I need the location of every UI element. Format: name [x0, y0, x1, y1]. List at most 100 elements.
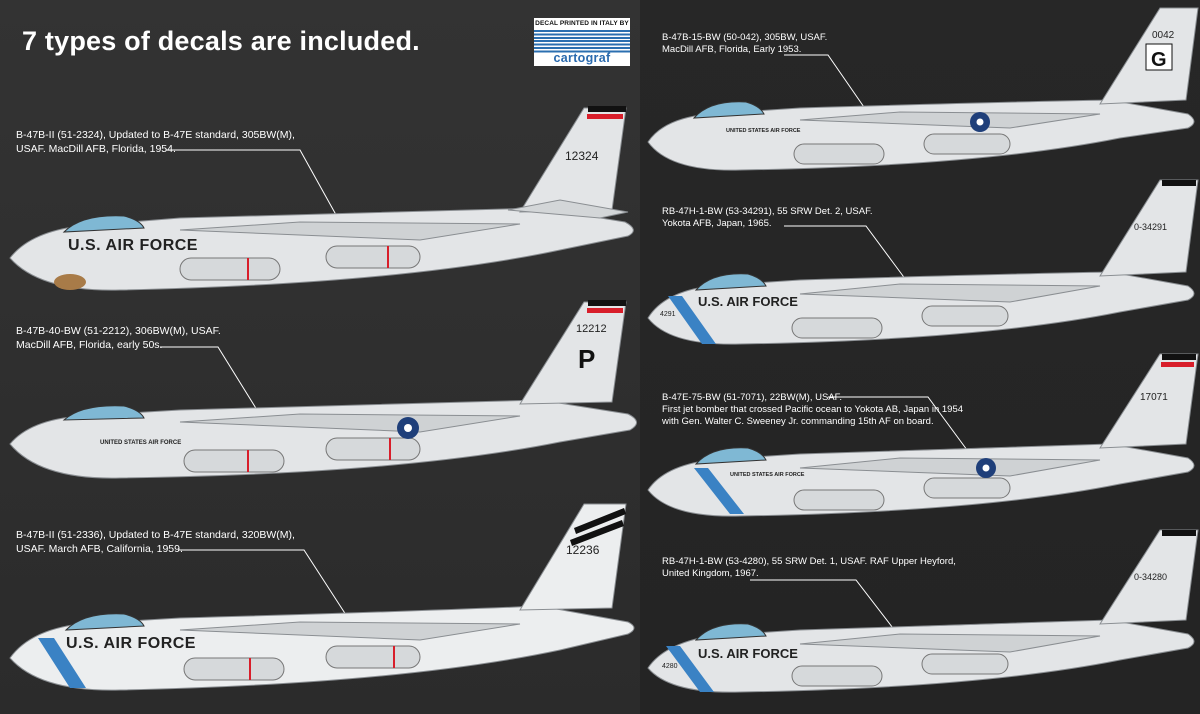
tail-stripe-black [588, 106, 626, 112]
fuselage-title: U.S. AIR FORCE [68, 237, 198, 254]
caption-scheme-5: RB-47H-1-BW (53-34291), 55 SRW Det. 2, U… [662, 206, 872, 230]
horizontal-stabilizer [507, 199, 629, 219]
tail-letter-box [1145, 43, 1173, 71]
tail-stripe-red [587, 308, 623, 313]
caption-scheme-3: B-47B-II (51-2336), Updated to B-47E sta… [16, 528, 295, 556]
caption-scheme-1: B-47B-II (51-2324), Updated to B-47E sta… [16, 128, 295, 156]
caption-line: B-47E-75-BW (51-7071), 22BW(M), USAF. [662, 392, 843, 403]
canopy [62, 215, 145, 233]
tail-fin [1099, 179, 1199, 277]
engine-pod [921, 305, 1009, 327]
tail-serial: 17071 [1140, 392, 1168, 403]
canopy [64, 613, 145, 631]
tail-letter: G [1151, 49, 1167, 71]
engine-pod [179, 257, 281, 281]
headline: 7 types of decals are included. [22, 26, 420, 56]
aircraft-scheme-6: UNITED STATES AIR FORCE 17071 [647, 353, 1199, 517]
roundel-star [404, 424, 412, 432]
logo-printed-line: DECAL PRINTED IN ITALY BY [535, 20, 629, 27]
tail-stripe-black [1162, 530, 1196, 536]
caption-line: RB-47H-1-BW (53-4280), 55 SRW Det. 1, US… [662, 556, 956, 567]
caption-line: USAF. March AFB, California, 1959. [16, 543, 183, 555]
caption-line: MacDill AFB, Florida, Early 1953. [662, 44, 802, 55]
caption-line: RB-47H-1-BW (53-34291), 55 SRW Det. 2, U… [662, 206, 873, 217]
roundel-star [976, 118, 984, 126]
wing [179, 413, 521, 433]
tail-serial: 0-34291 [1134, 222, 1167, 232]
engine-pod [791, 665, 883, 687]
caption-line: B-47B-II (51-2324), Updated to B-47E sta… [16, 129, 295, 141]
canopy [692, 101, 765, 119]
logo-stripes [534, 30, 630, 54]
caption-line: with Gen. Walter C. Sweeney Jr. commandi… [662, 416, 934, 427]
caption-line: MacDill AFB, Florida, early 50s. [16, 339, 163, 351]
engine-pod [793, 143, 885, 165]
nose-number: 4291 [660, 311, 676, 318]
tail-stripe-black [588, 300, 626, 306]
engine-pod [183, 657, 285, 681]
engine-pod [793, 489, 885, 511]
nose-stripe [694, 468, 744, 514]
aircraft-scheme-1: U.S. AIR FORCE 12324 [9, 106, 634, 291]
logo-brand: cartograf [553, 51, 611, 65]
engine-pod [325, 245, 421, 269]
engine-pod [183, 449, 285, 473]
canopy [62, 405, 145, 421]
tail-serial: 12324 [565, 149, 599, 163]
fuselage-title: UNITED STATES AIR FORCE [730, 472, 805, 478]
tail-stripe-red [587, 114, 623, 119]
tail-letter: P [578, 344, 595, 374]
nose-stripe [38, 638, 86, 688]
fuselage-title: U.S. AIR FORCE [698, 646, 798, 661]
caption-line: Yokota AFB, Japan, 1965. [662, 218, 772, 229]
fuselage-title: UNITED STATES AIR FORCE [100, 440, 181, 446]
wing [799, 111, 1101, 129]
nose-stripe [668, 296, 716, 344]
roundel-star [982, 464, 990, 472]
caption-scheme-4: B-47B-15-BW (50-042), 305BW, USAF. MacDi… [662, 32, 827, 56]
aircraft-scheme-4: UNITED STATES AIR FORCE 0042 G [647, 7, 1199, 171]
caption-scheme-6: B-47E-75-BW (51-7071), 22BW(M), USAF. Fi… [662, 392, 963, 428]
wing [179, 221, 521, 241]
engine-pod [923, 133, 1011, 155]
aircraft-scheme-7: U.S. AIR FORCE 4280 0-34280 [647, 529, 1199, 693]
nose-number: 4280 [662, 663, 678, 670]
wing [799, 283, 1101, 303]
engine-pod [791, 317, 883, 339]
caption-line: USAF. MacDill AFB, Florida, 1954. [16, 143, 176, 155]
wing [179, 621, 521, 641]
cartograf-logo: DECAL PRINTED IN ITALY BY cartograf [534, 18, 630, 66]
nose-radome [54, 274, 86, 290]
tail-stripe-black [1162, 180, 1196, 186]
canopy [694, 447, 767, 465]
caption-line: B-47B-II (51-2336), Updated to B-47E sta… [16, 529, 295, 541]
caption-scheme-7: RB-47H-1-BW (53-4280), 55 SRW Det. 1, US… [662, 556, 956, 580]
tail-fin [519, 301, 627, 405]
caption-line: B-47B-40-BW (51-2212), 306BW(M), USAF. [16, 325, 221, 337]
engine-pod [921, 653, 1009, 675]
wing [799, 633, 1101, 653]
aircraft-scheme-5: U.S. AIR FORCE 4291 0-34291 [647, 179, 1199, 345]
tail-fin [1099, 529, 1199, 625]
caption-line: First jet bomber that crossed Pacific oc… [662, 404, 964, 415]
engine-pod [325, 437, 421, 461]
tail-stripe-red [1161, 362, 1194, 367]
caption-line: United Kingdom, 1967. [662, 568, 759, 579]
tail-serial: 0-34280 [1134, 572, 1167, 582]
aircraft-scheme-2: UNITED STATES AIR FORCE 12212 P [9, 300, 637, 479]
tail-stripe-black [1162, 354, 1196, 360]
tail-serial: 12212 [576, 323, 607, 335]
aircraft-scheme-3: U.S. AIR FORCE 12236 [9, 503, 635, 691]
canopy [694, 623, 767, 641]
engine-pod [325, 645, 421, 669]
tail-band [570, 520, 624, 546]
fuselage-title: U.S. AIR FORCE [698, 294, 798, 309]
tail-band [574, 508, 626, 534]
tail-fin [1099, 353, 1199, 449]
tail-serial: 0042 [1152, 30, 1175, 41]
fuselage-title: U.S. AIR FORCE [66, 635, 196, 652]
canopy [694, 273, 767, 291]
nose-stripe [666, 646, 714, 692]
engine-pod [923, 477, 1011, 499]
tail-serial: 12236 [566, 543, 600, 557]
